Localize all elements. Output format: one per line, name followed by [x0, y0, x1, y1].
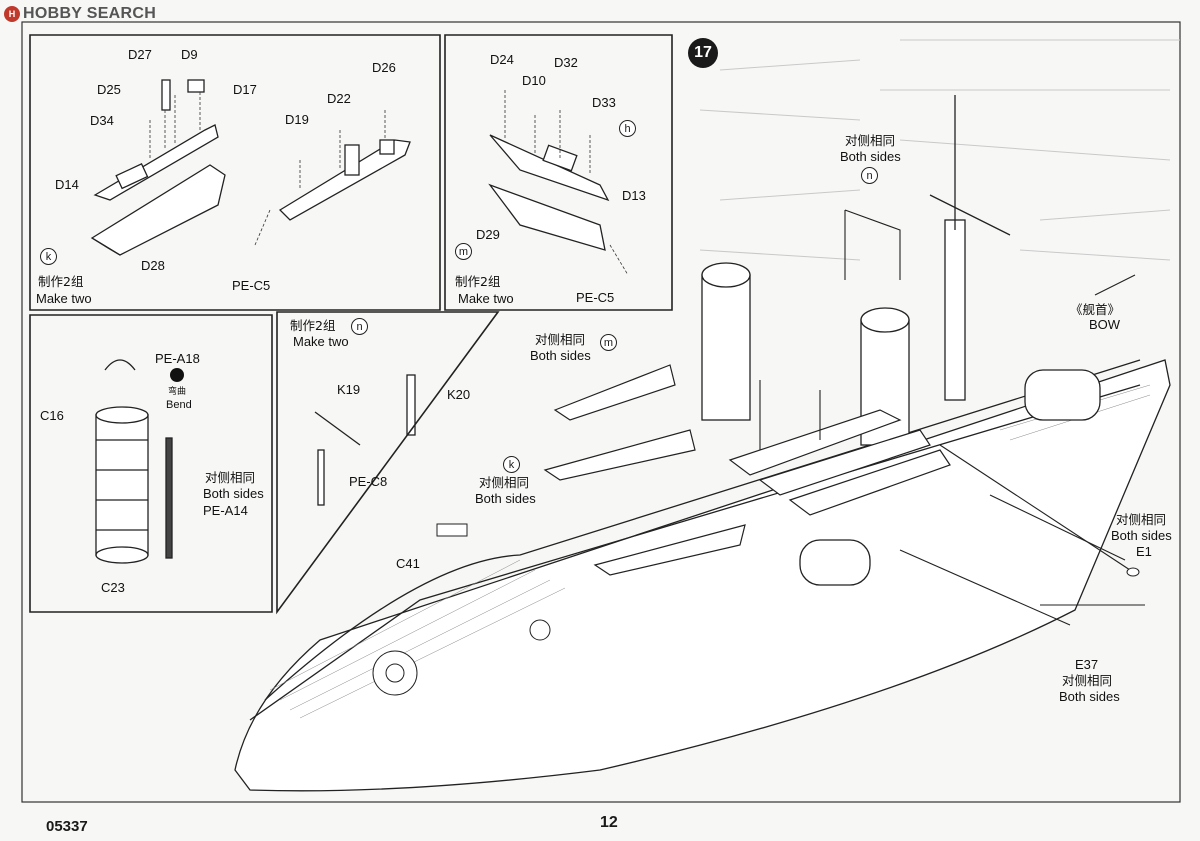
- make-two-cn: 制作2组: [38, 274, 84, 289]
- marker-k-main-icon: k: [503, 456, 520, 473]
- part-label-c41: C41: [396, 556, 420, 571]
- part-label-d24: D24: [490, 52, 514, 67]
- make-two-en: Make two: [36, 291, 92, 306]
- hobby-search-logo: H HOBBY SEARCH: [4, 4, 156, 24]
- both-sides-cn-funnel: 对侧相同: [205, 470, 256, 485]
- part-label-d19: D19: [285, 112, 309, 127]
- both-sides-cn-k: 对侧相同: [479, 475, 530, 490]
- bend-en: Bend: [166, 399, 192, 411]
- marker-h-icon: h: [619, 120, 636, 137]
- part-label-pe-a18: PE-A18: [155, 351, 200, 366]
- marker-k-icon: k: [40, 248, 57, 265]
- bow-cn: 《舰首》: [1070, 302, 1121, 317]
- part-label-d17: D17: [233, 82, 257, 97]
- part-label-k20: K20: [447, 387, 471, 402]
- part-label-d28: D28: [141, 258, 165, 273]
- logo-mark-icon: H: [4, 6, 20, 22]
- marker-m-main-icon: m: [600, 334, 617, 351]
- step-number-badge: 17: [688, 38, 718, 68]
- part-label-d26: D26: [372, 60, 396, 75]
- bow-en: BOW: [1089, 317, 1121, 332]
- part-label-pe-c5: PE-C5: [232, 278, 271, 293]
- both-sides-en-k: Both sides: [475, 491, 536, 506]
- page-number: 12: [600, 814, 618, 831]
- both-sides-cn-e1: 对侧相同: [1116, 512, 1167, 527]
- part-label-d33: D33: [592, 95, 616, 110]
- part-label-d10: D10: [522, 73, 546, 88]
- marker-n-icon: n: [351, 318, 368, 335]
- bend-icon: [170, 368, 184, 382]
- both-sides-en-m: Both sides: [530, 348, 591, 363]
- marker-n-main-icon: n: [861, 167, 878, 184]
- part-label-e37: E37: [1075, 657, 1099, 672]
- part-label-d14: D14: [55, 177, 79, 192]
- part-label-d25: D25: [97, 82, 121, 97]
- part-label-c23: C23: [101, 580, 125, 595]
- part-label-pe-c5-m: PE-C5: [576, 290, 615, 305]
- part-label-e1: E1: [1136, 544, 1152, 559]
- part-label-d27: D27: [128, 47, 152, 62]
- both-sides-en-e37: Both sides: [1059, 689, 1120, 704]
- make-two-en-m: Make two: [458, 291, 514, 306]
- part-label-d22: D22: [327, 91, 351, 106]
- site-name: HOBBY SEARCH: [23, 5, 157, 22]
- make-two-en-n: Make two: [293, 334, 349, 349]
- both-sides-en-e1: Both sides: [1111, 528, 1172, 543]
- part-label-k19: K19: [337, 382, 361, 397]
- both-sides-en-n: Both sides: [840, 149, 901, 164]
- part-label-pe-c8: PE-C8: [349, 474, 388, 489]
- both-sides-cn-m: 对侧相同: [535, 332, 586, 347]
- part-label-c16: C16: [40, 408, 64, 423]
- part-label-d13: D13: [622, 188, 646, 203]
- make-two-cn-n: 制作2组: [290, 318, 336, 333]
- product-code: 05337: [46, 818, 88, 835]
- make-two-cn-m: 制作2组: [455, 274, 501, 289]
- marker-m-icon: m: [455, 243, 472, 260]
- both-sides-en-funnel: Both sides: [203, 486, 264, 501]
- both-sides-cn-e37: 对侧相同: [1062, 673, 1113, 688]
- part-label-d32: D32: [554, 55, 578, 70]
- bend-cn: 弯曲: [168, 387, 187, 397]
- part-label-d34: D34: [90, 113, 114, 128]
- both-sides-cn-n: 对侧相同: [845, 133, 896, 148]
- part-label-pe-a14: PE-A14: [203, 503, 248, 518]
- part-label-d9: D9: [181, 47, 198, 62]
- part-label-d29: D29: [476, 227, 500, 242]
